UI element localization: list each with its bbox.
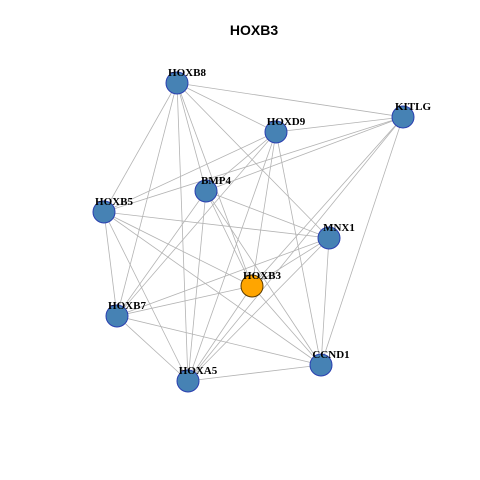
node-label: HOXB8 bbox=[168, 67, 206, 79]
edge-ccnd1-hoxa5 bbox=[187, 364, 322, 382]
edge-hoxb5-ccnd1 bbox=[103, 211, 322, 366]
edge-hoxb5-mnx1 bbox=[103, 211, 330, 239]
node-circle[interactable] bbox=[264, 120, 288, 144]
edge-hoxb8-hoxb5 bbox=[103, 82, 178, 213]
node-label: HOXA5 bbox=[179, 365, 218, 377]
edge-hoxb3-hoxa5 bbox=[187, 285, 253, 382]
edge-kitlg-hoxd9 bbox=[275, 116, 404, 133]
node-ccnd1[interactable]: CCND1 bbox=[309, 349, 350, 377]
node-label: KITLG bbox=[395, 101, 432, 113]
edge-kitlg-bmp4 bbox=[205, 116, 404, 192]
edge-hoxb7-ccnd1 bbox=[116, 315, 322, 366]
node-circle[interactable] bbox=[165, 71, 189, 95]
node-hoxa5[interactable]: HOXA5 bbox=[176, 365, 218, 393]
node-mnx1[interactable]: MNX1 bbox=[317, 222, 355, 250]
node-hoxb7[interactable]: HOXB7 bbox=[105, 300, 146, 328]
node-circle[interactable] bbox=[317, 226, 341, 250]
edge-hoxb5-hoxa5 bbox=[103, 211, 189, 382]
node-circle[interactable] bbox=[240, 274, 264, 298]
edge-bmp4-ccnd1 bbox=[205, 190, 322, 366]
edge-hoxb8-hoxa5 bbox=[176, 82, 189, 382]
edge-hoxb8-hoxd9 bbox=[176, 82, 277, 133]
edge-layer bbox=[103, 82, 404, 382]
edge-hoxb5-hoxb7 bbox=[103, 211, 118, 317]
edge-bmp4-hoxb3 bbox=[205, 190, 253, 287]
edge-bmp4-hoxa5 bbox=[187, 190, 207, 382]
node-label: BMP4 bbox=[201, 175, 231, 187]
edge-kitlg-hoxb5 bbox=[103, 116, 404, 213]
edge-hoxb5-hoxb3 bbox=[103, 211, 253, 287]
edge-bmp4-mnx1 bbox=[205, 190, 330, 239]
edge-hoxb8-mnx1 bbox=[176, 82, 330, 239]
edge-kitlg-hoxa5 bbox=[187, 116, 404, 382]
edge-kitlg-ccnd1 bbox=[320, 116, 404, 366]
node-kitlg[interactable]: KITLG bbox=[391, 101, 432, 129]
node-circle[interactable] bbox=[176, 369, 200, 393]
edge-hoxd9-bmp4 bbox=[205, 131, 277, 192]
edge-hoxb8-hoxb7 bbox=[116, 82, 178, 317]
node-circle[interactable] bbox=[391, 105, 415, 129]
node-hoxd9[interactable]: HOXD9 bbox=[264, 116, 306, 144]
node-circle[interactable] bbox=[92, 200, 116, 224]
edge-mnx1-hoxa5 bbox=[187, 237, 330, 382]
edge-mnx1-ccnd1 bbox=[320, 237, 330, 366]
edge-mnx1-hoxb7 bbox=[116, 237, 330, 317]
node-bmp4[interactable]: BMP4 bbox=[194, 175, 231, 203]
node-circle[interactable] bbox=[105, 304, 129, 328]
edge-mnx1-hoxb3 bbox=[251, 237, 330, 287]
node-hoxb5[interactable]: HOXB5 bbox=[92, 196, 133, 224]
edge-hoxb3-ccnd1 bbox=[251, 285, 322, 366]
node-label: HOXB7 bbox=[108, 300, 146, 312]
diagram-title: HOXB3 bbox=[230, 22, 278, 38]
node-label: HOXB3 bbox=[243, 270, 281, 282]
edge-hoxd9-hoxb5 bbox=[103, 131, 277, 213]
node-hoxb3[interactable]: HOXB3 bbox=[240, 270, 281, 298]
node-label: MNX1 bbox=[323, 222, 355, 234]
node-label: HOXB5 bbox=[95, 196, 133, 208]
node-label: CCND1 bbox=[312, 349, 349, 361]
node-hoxb8[interactable]: HOXB8 bbox=[165, 67, 206, 95]
node-label: HOXD9 bbox=[267, 116, 306, 128]
edge-hoxd9-hoxb3 bbox=[251, 131, 277, 287]
edge-hoxd9-ccnd1 bbox=[275, 131, 322, 366]
edge-hoxb8-bmp4 bbox=[176, 82, 207, 192]
edge-hoxb3-hoxb7 bbox=[116, 285, 253, 317]
edge-kitlg-hoxb3 bbox=[251, 116, 404, 287]
edge-bmp4-hoxb7 bbox=[116, 190, 207, 317]
edge-hoxd9-hoxa5 bbox=[187, 131, 277, 382]
edge-hoxb8-kitlg bbox=[176, 82, 404, 118]
edge-hoxd9-hoxb7 bbox=[116, 131, 277, 317]
edge-hoxb7-hoxa5 bbox=[116, 315, 189, 382]
node-circle[interactable] bbox=[194, 179, 218, 203]
node-circle[interactable] bbox=[309, 353, 333, 377]
